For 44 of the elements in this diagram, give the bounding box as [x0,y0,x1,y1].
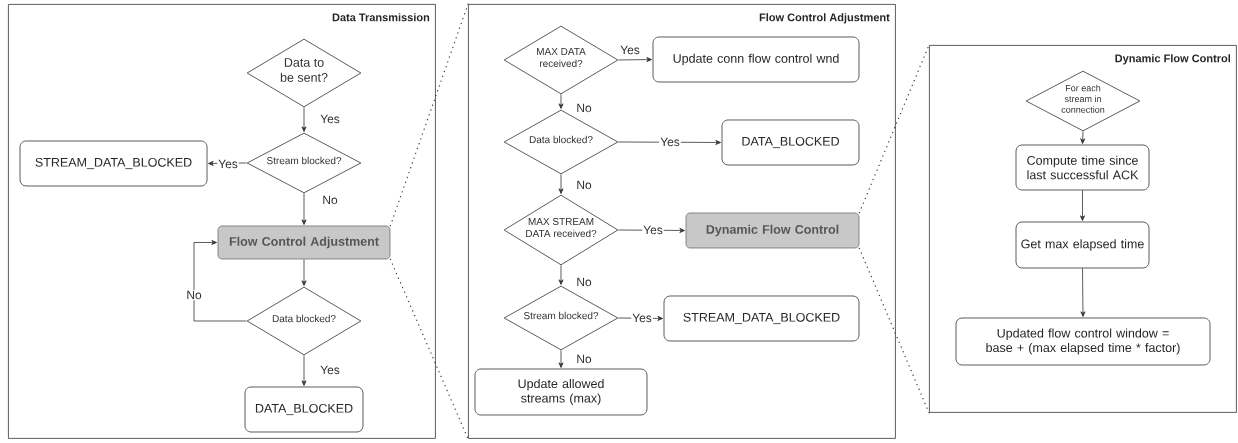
edge-label: Yes [631,312,653,324]
process-box: Update conn flow control wnd [652,36,860,83]
subprocess-box: Flow Control Adjustment [217,225,391,260]
edge-label: No [321,194,339,206]
process-box: Compute time since last successful ACK [1015,144,1150,191]
arrow [301,193,307,225]
arrow [558,350,564,368]
arrow [301,355,307,386]
edge-label: Yes [642,224,664,236]
edge-label: Yes [217,158,239,170]
edge-label: Yes [659,136,681,148]
edge-label: No [575,353,593,365]
zoom-line [389,3,469,227]
subprocess-box: Dynamic Flow Control [685,212,860,249]
process-box: STREAM_DATA_BLOCKED [663,295,860,342]
arrow [193,240,247,322]
zoom-line [858,247,930,414]
process-box: DATA_BLOCKED [244,386,364,433]
edge-label: Yes [319,113,341,125]
edge-label: Yes [319,364,341,376]
edge-label: Yes [619,44,641,56]
arrow [618,315,663,321]
zoom-line [858,44,930,214]
arrow [1080,268,1086,317]
arrow [1080,131,1086,144]
process-box: Updated flow control window = base + (max elapsed time * factor) [955,317,1211,366]
arrow [618,228,685,233]
edge-label: No [575,276,593,288]
edge-label: No [575,179,593,191]
arrow [618,57,652,63]
edge-label: No [185,289,203,301]
arrow [618,140,721,145]
arrow [301,259,307,286]
arrow [558,174,564,194]
arrow [558,94,564,109]
zoom-line [389,258,469,440]
process-box: Get max elapsed time [1015,221,1150,269]
process-box: Update allowed streams (max) [474,368,648,416]
arrow [558,265,564,285]
process-box: STREAM_DATA_BLOCKED [19,140,208,187]
arrow [1080,190,1085,221]
arrow [301,107,307,132]
process-box: DATA_BLOCKED [721,119,860,166]
arrow [208,160,247,166]
